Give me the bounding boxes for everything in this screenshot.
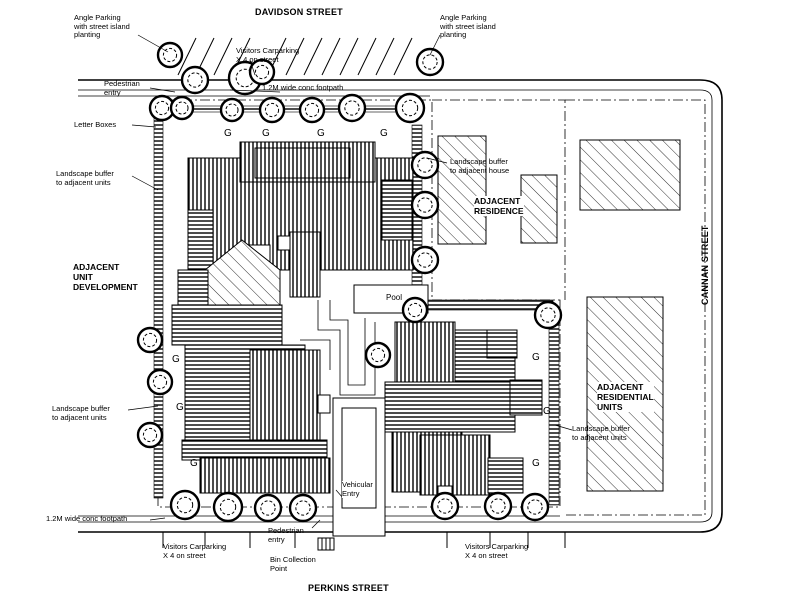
tree-canopy-inner (142, 427, 158, 443)
tree-canopy-inner (370, 347, 386, 363)
tree-canopy-inner (417, 157, 433, 173)
tree-canopy (136, 421, 164, 449)
west-building (171, 239, 331, 494)
tree-canopy-inner (254, 64, 270, 80)
garden-marker: G (224, 128, 232, 139)
tree-canopy-inner (422, 54, 438, 70)
label-pedestrian-top: Pedestrian entry (104, 79, 140, 97)
tree-canopy-inner (407, 302, 423, 318)
tree-canopy (364, 341, 392, 369)
garden-marker: G (172, 354, 180, 365)
site-boundary (157, 99, 706, 516)
garden-marker: G (380, 128, 388, 139)
tree-canopy (410, 245, 440, 275)
tree-canopy (219, 97, 245, 123)
tree-canopy-inner (417, 252, 433, 268)
tree-canopy (401, 296, 429, 324)
tree-canopy (533, 300, 563, 330)
garden-marker: G (317, 128, 325, 139)
tree-canopy (146, 368, 174, 396)
tree-canopy-inner (527, 499, 543, 515)
label-visitors-bottom-left: Visitors Carparking X 4 on street (163, 542, 227, 560)
tree-canopy (288, 493, 318, 523)
driveway (332, 397, 386, 537)
tree-canopy-inner (490, 498, 506, 514)
north-building (187, 141, 414, 298)
tree-canopy-inner (162, 47, 178, 63)
label-buffer-left-bottom: Landscape buffer to adjacent units (52, 404, 110, 422)
label-bin-collection: Bin Collection Point (270, 555, 316, 573)
label-angle-parking-left: Angle Parking with street island plantin… (74, 13, 130, 39)
label-visitors-bottom-right: Visitors Carparking X 4 on street (465, 542, 529, 560)
tree-canopy (248, 58, 276, 86)
bin-collection-point (317, 537, 335, 551)
label-letter-boxes: Letter Boxes (74, 120, 117, 129)
label-vehicular-entry: Vehicular Entry (342, 480, 373, 498)
label-buffer-house: Landscape buffer to adjacent house (450, 157, 510, 175)
trees (136, 41, 563, 523)
garden-marker: G (176, 402, 184, 413)
tree-canopy (258, 96, 286, 124)
tree-canopy-inner (260, 500, 276, 516)
tree-canopy (415, 47, 445, 77)
street-perkins: PERKINS STREET (308, 583, 389, 593)
tree-canopy-inner (152, 374, 168, 390)
tree-canopy-inner (187, 72, 203, 88)
label-pedestrian-bottom: Pedestrian entry (268, 526, 304, 544)
tree-canopy-inner (175, 101, 189, 115)
area-adjacent-residential-units: ADJACENT RESIDENTIAL UNITS (597, 382, 654, 412)
garden-marker: G (543, 406, 551, 417)
tree-canopy (169, 489, 201, 521)
tree-canopy (298, 96, 326, 124)
street-davidson: DAVIDSON STREET (255, 7, 343, 17)
label-buffer-left-top: Landscape buffer to adjacent units (56, 169, 114, 187)
tree-canopy-inner (225, 103, 239, 117)
area-adjacent-residence: ADJACENT RESIDENCE (474, 196, 524, 216)
label-footpath-top: 1.2M wide conc footpath (262, 83, 344, 92)
tree-canopy-inner (176, 496, 194, 514)
tree-canopy-inner (154, 100, 170, 116)
tree-canopy-inner (401, 99, 419, 117)
garden-markers: G G G G G G G G G G (172, 128, 551, 469)
tree-canopy-inner (219, 498, 237, 516)
tree-canopy (410, 150, 440, 180)
tree-canopy (430, 491, 460, 521)
tree-canopy-inner (142, 332, 158, 348)
leader-lines (127, 34, 573, 529)
tree-canopy (169, 95, 195, 121)
tree-canopy-inner (295, 500, 311, 516)
tree-canopy (253, 493, 283, 523)
tree-canopy (212, 491, 244, 523)
garden-marker: G (532, 458, 540, 469)
tree-canopy (156, 41, 184, 69)
tree-canopy (337, 93, 367, 123)
tree-canopy (483, 491, 513, 521)
tree-canopy-inner (437, 498, 453, 514)
label-visitors-top: Visitors Carparking X 4 on street (236, 46, 300, 64)
label-footpath-bottom: 1.2M wide conc footpath (46, 514, 128, 523)
tree-canopy (136, 326, 164, 354)
east-building (384, 321, 543, 497)
tree-canopy-inner (264, 102, 280, 118)
tree-canopy-inner (417, 197, 433, 213)
tree-canopy-inner (344, 100, 360, 116)
label-buffer-right: Landscape buffer to adjacent units (572, 424, 630, 442)
tree-canopy (410, 190, 440, 220)
tree-canopy (520, 492, 550, 522)
garden-marker: G (190, 458, 198, 469)
internal-paths (300, 300, 376, 396)
tree-canopy (394, 92, 426, 124)
tree-canopy-inner (540, 307, 556, 323)
garden-marker: G (532, 352, 540, 363)
garden-marker: G (262, 128, 270, 139)
parking-ticks (162, 532, 566, 548)
pool-label: Pool (386, 293, 403, 302)
road-edges (78, 79, 723, 533)
area-adjacent-unit-development: ADJACENT UNIT DEVELOPMENT (73, 262, 138, 292)
tree-canopy-inner (304, 102, 320, 118)
street-cannan: CANNAN STREET (700, 225, 710, 305)
tree-canopy (180, 65, 210, 95)
label-angle-parking-right: Angle Parking with street island plantin… (440, 13, 496, 39)
